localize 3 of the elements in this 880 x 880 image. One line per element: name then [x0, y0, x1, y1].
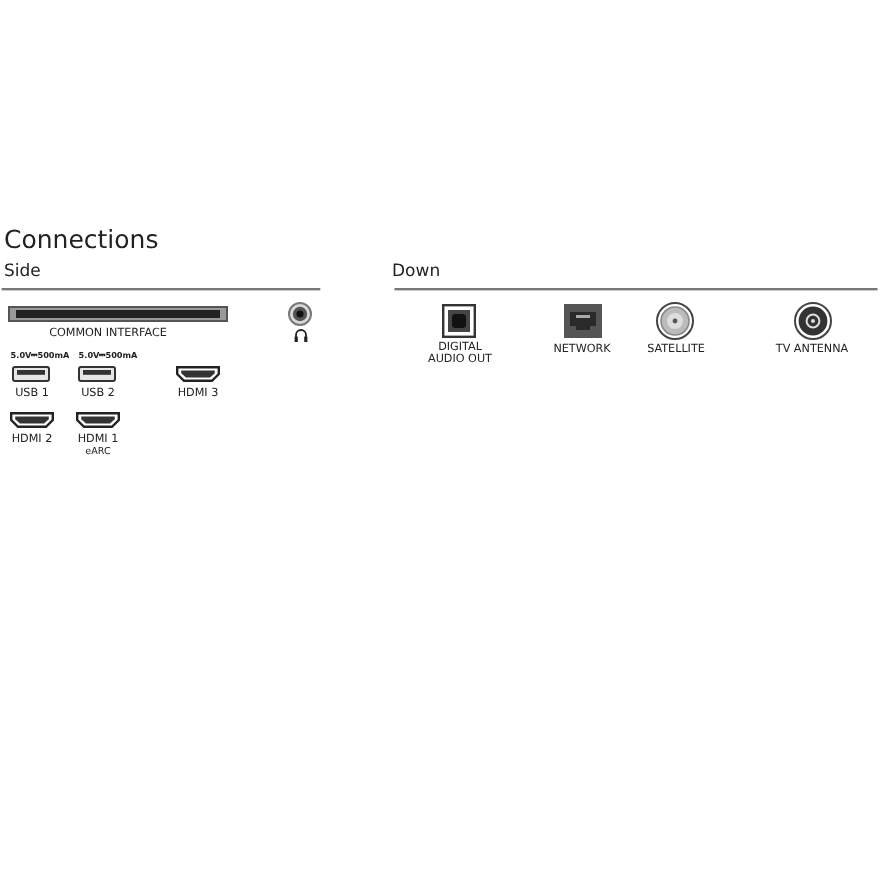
section-heading: Side [4, 264, 41, 283]
section-heading: Down [392, 264, 441, 283]
page-title: Connections [4, 226, 159, 254]
